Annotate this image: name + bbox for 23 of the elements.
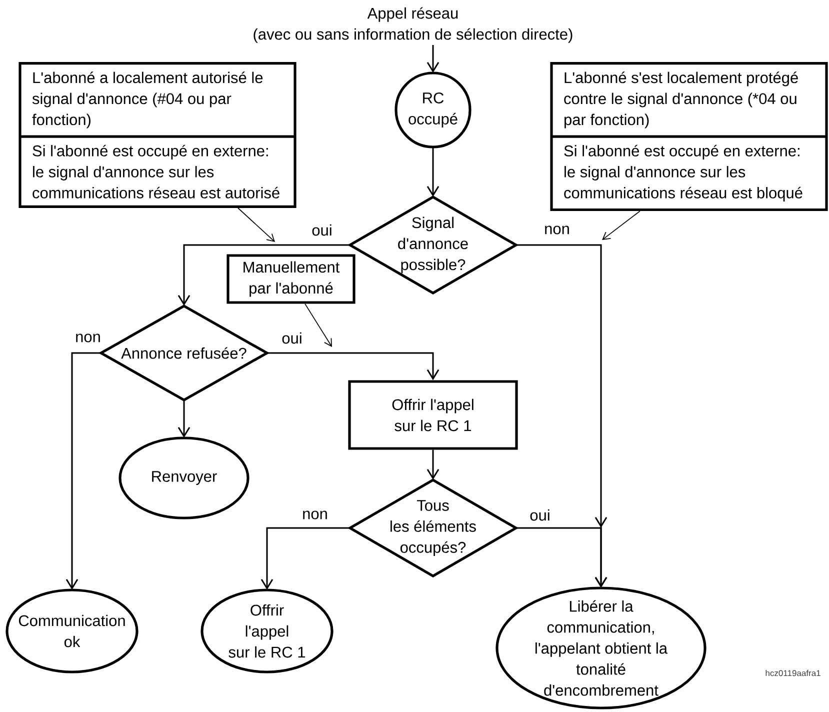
arrow: [178, 400, 190, 438]
arrow: [426, 147, 440, 197]
note-box: Manuellement par l'abonné: [226, 254, 356, 304]
leader-arrow: [602, 210, 640, 240]
leader-arrow: [238, 208, 275, 242]
reference-code: hcz0119aafra1: [766, 670, 820, 676]
edge-label: non: [542, 224, 572, 236]
note-box: L'abonné s'est localement protégé contre le signal d'annonce (*04 ou par fonction) Si l'abonné est occupé en externe: le signal d'annonce sur les communications réseau est bloqué: [550, 62, 828, 212]
arrow: [260, 527, 350, 590]
edge-label: non: [300, 509, 330, 521]
leader-arrow: [304, 303, 332, 347]
arrow: [267, 352, 440, 380]
arrow: [426, 450, 440, 480]
arrow: [178, 244, 350, 306]
arrow: [66, 352, 101, 590]
edge-label: oui: [528, 508, 552, 522]
edge-label: oui: [280, 330, 304, 346]
arrow: [516, 527, 608, 588]
process-box: Offrir l'appel sur le RC 1: [348, 380, 518, 450]
start-label: Appel réseau (avec ou sans information de sélection directe): [254, 7, 572, 43]
arrow: [426, 45, 440, 73]
edge-label: oui: [310, 222, 334, 238]
note-box: L'abonné a localement autorisé le signal d'annonce (#04 ou par fonction) Si l'abonné est occupé en externe: le signal d'annonce sur les communications réseau est autorisé: [18, 62, 296, 208]
